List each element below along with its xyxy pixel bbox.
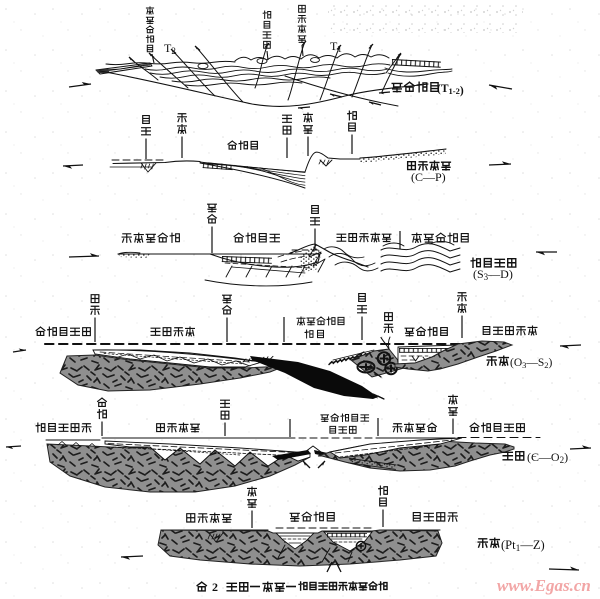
- svg-text:www.Egas.cn: www.Egas.cn: [497, 576, 591, 595]
- svg-text:(T1-2): (T1-2): [437, 83, 464, 97]
- svg-text:(C—P): (C—P): [411, 170, 446, 184]
- svg-text:(Pt1—Z): (Pt1—Z): [501, 538, 545, 554]
- svg-text:(O3—S2): (O3—S2): [510, 357, 553, 370]
- svg-text:T1: T1: [330, 39, 342, 54]
- svg-text:(S3—D): (S3—D): [473, 267, 513, 282]
- svg-text:(Є—O2): (Є—O2): [527, 450, 568, 465]
- svg-text:2: 2: [212, 580, 218, 594]
